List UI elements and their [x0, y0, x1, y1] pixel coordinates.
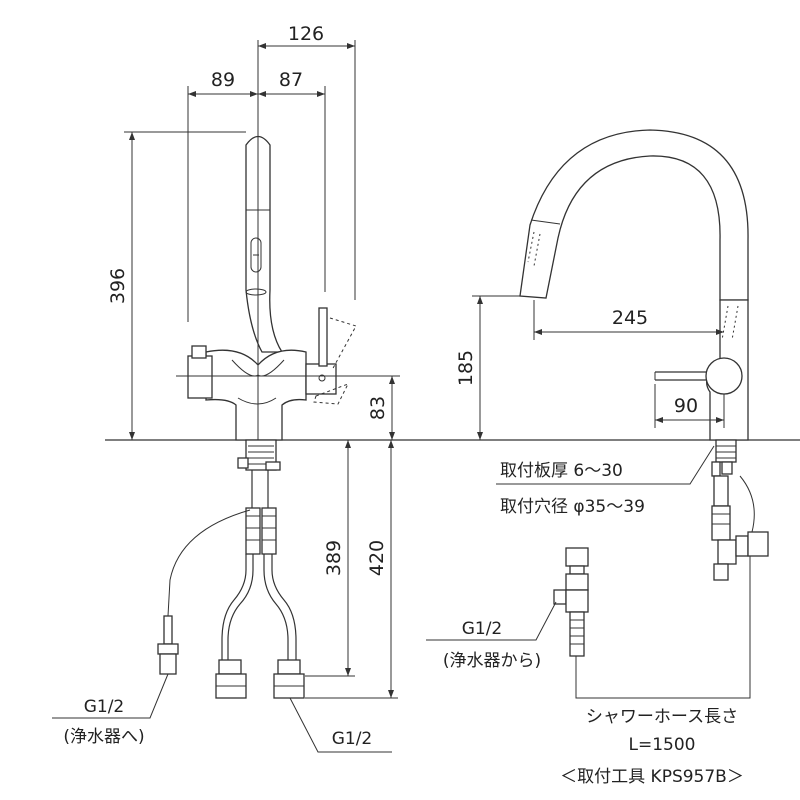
label-inlet-right: G1/2 [462, 619, 503, 639]
label-outlet-left-note: (浄水器へ) [63, 727, 144, 747]
dim-245: 245 [612, 307, 648, 329]
label-supply: G1/2 [332, 729, 373, 749]
side-shank [715, 439, 737, 463]
front-right-lever-base [305, 363, 337, 395]
dim-89: 89 [211, 69, 235, 91]
side-gooseneck-spout [519, 129, 749, 301]
dim-420: 420 [366, 540, 388, 576]
side-dimensions [472, 295, 725, 440]
label-outlet-left: G1/2 [84, 697, 125, 717]
shower-hose-loop [575, 556, 751, 699]
front-supply-fitting-left [218, 659, 242, 675]
front-left-handle-cap [191, 345, 207, 359]
front-supply-fitting-right [277, 659, 301, 675]
front-hose-right-fitting [261, 507, 277, 555]
purifier-inlet-head [565, 547, 589, 567]
side-hose-joint [747, 531, 769, 557]
plate-leader [496, 445, 715, 485]
front-spray-button [250, 237, 262, 273]
front-dimensions [124, 40, 400, 699]
front-view [52, 40, 800, 753]
label-hose-length-value: L=1500 [629, 735, 696, 755]
supply-leader [289, 697, 392, 753]
dim-90: 90 [674, 395, 698, 417]
label-hole-diameter: 取付穴径 φ35〜39 [500, 497, 645, 517]
side-handle [705, 357, 743, 395]
dim-389: 389 [323, 540, 345, 576]
label-tool-note: ＜取付工具 KPS957B＞ [560, 767, 744, 787]
purifier-outlet-fitting [159, 653, 177, 675]
purifier-inlet-hose [569, 611, 585, 657]
dim-83: 83 [367, 396, 389, 420]
dim-396: 396 [107, 268, 129, 304]
front-hose-left-fitting [245, 507, 261, 555]
purifier-outlet-hose [167, 509, 251, 617]
dim-87: 87 [279, 69, 303, 91]
label-hose-length-title: シャワーホース長さ [586, 707, 738, 727]
side-fitting [711, 505, 731, 541]
outlet-leader [52, 673, 169, 719]
label-inlet-right-note: (浄水器から) [443, 651, 541, 671]
dim-185: 185 [455, 350, 477, 386]
front-left-handle [187, 355, 213, 399]
dimension-texts: 126 89 87 396 83 389 420 185 245 90 [107, 23, 698, 576]
label-plate-thickness: 取付板厚 6〜30 [500, 461, 623, 481]
front-spray-head [245, 288, 267, 296]
inlet-leader [426, 601, 557, 641]
front-spout [245, 135, 284, 353]
label-texts: 取付板厚 6〜30 取付穴径 φ35〜39 G1/2 (浄水器から) G1/2 … [63, 461, 743, 787]
front-lever-alt-position [313, 317, 357, 405]
front-nut [237, 457, 249, 469]
dim-126: 126 [288, 23, 324, 45]
front-faucet-body [205, 349, 307, 441]
front-right-lever [318, 307, 328, 367]
side-view [426, 129, 769, 699]
